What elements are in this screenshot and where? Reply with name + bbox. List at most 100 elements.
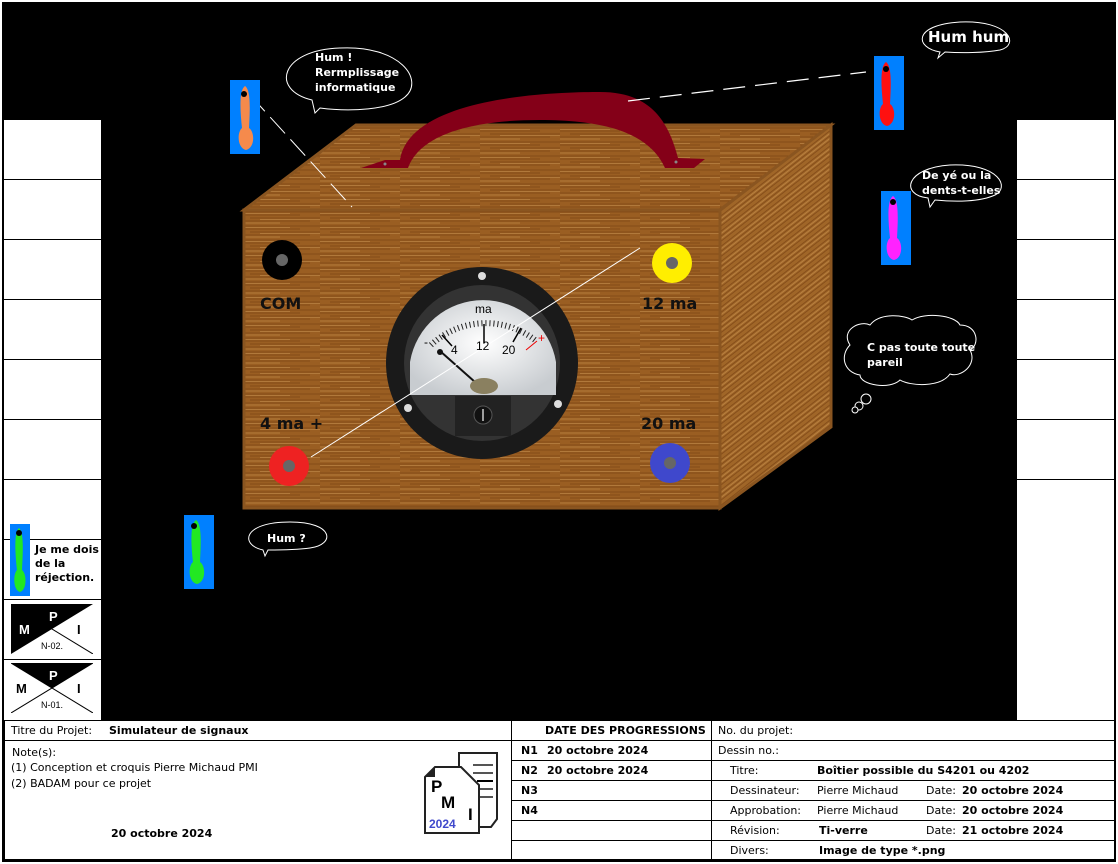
sidebar-note: Je me dois de la réjection.	[35, 543, 99, 585]
figure-orange	[230, 80, 260, 154]
info-date-label: Date:	[926, 824, 956, 837]
info-value: Boîtier possible du S4201 ou 4202	[817, 764, 1030, 777]
logo-letter-i: I	[468, 805, 473, 824]
progress-row: N2 20 octobre 2024	[512, 761, 711, 781]
project-title-label: Titre du Projet:	[11, 724, 93, 737]
bubble-line: De yé ou la	[922, 169, 992, 182]
right-cell	[1017, 240, 1114, 300]
right-cell	[1017, 300, 1114, 360]
label-20ma: 20 ma	[641, 414, 697, 433]
meter-unit: ma	[475, 302, 492, 316]
bubble-top-right-shape	[921, 21, 1011, 60]
left-cell	[4, 360, 101, 420]
logo-letter-p: P	[431, 777, 443, 796]
box-handle	[361, 92, 705, 168]
info-value: Pierre Michaud	[817, 804, 899, 817]
right-cell	[1017, 480, 1114, 720]
note-line: réjection.	[35, 571, 95, 584]
info-row: Titre: Boîtier possible du S4201 ou 4202	[712, 761, 1114, 781]
info-row: No. du projet:	[712, 721, 1114, 741]
note-2: (2) BADAM pour ce projet	[11, 777, 152, 790]
progress-id: N1	[521, 744, 538, 757]
notes-label: Note(s):	[12, 746, 57, 759]
figure-green-small	[10, 524, 30, 596]
logo-letter-m: M	[441, 793, 456, 812]
progress-row: N3	[512, 781, 711, 801]
info-label: Approbation:	[730, 804, 802, 817]
bubble-line: informatique	[315, 81, 396, 94]
bubble-cloud-shape	[843, 314, 977, 386]
left-cell	[4, 420, 101, 480]
stamp-letter-i: I	[77, 622, 81, 637]
progress-header-row: DATE DES PROGRESSIONS	[512, 721, 711, 741]
bubble-line: C pas toute toute	[867, 341, 976, 354]
right-cell	[1017, 120, 1114, 180]
info-label: Dessinateur:	[730, 784, 800, 797]
info-row: Dessin no.:	[712, 741, 1114, 761]
info-row: Révision: Ti-verre Date: 21 octobre 2024	[712, 821, 1114, 841]
info-value: Ti-verre	[819, 824, 868, 837]
left-cell	[4, 180, 101, 240]
bubble-top-left-shape	[286, 47, 413, 114]
label-com: COM	[260, 294, 302, 313]
left-cell	[4, 240, 101, 300]
progress-date: 20 octobre 2024	[547, 764, 649, 777]
info-label: Révision:	[730, 824, 780, 837]
info-value: Pierre Michaud	[817, 784, 899, 797]
stamp-letter-p: P	[49, 609, 58, 624]
project-title-value: Simulateur de signaux	[109, 724, 249, 737]
document-logo-icon	[424, 752, 498, 834]
note-line: Je me dois	[35, 543, 99, 556]
note-line: de la	[35, 557, 66, 570]
info-table: No. du projet: Dessin no.: Titre: Boîtie…	[711, 720, 1115, 860]
left-cell	[4, 120, 101, 180]
info-value: Image de type *.png	[819, 844, 946, 857]
progress-row: N1 20 octobre 2024	[512, 741, 711, 761]
stamp-letter-m: M	[16, 681, 27, 696]
note-1: (1) Conception et croquis Pierre Michaud…	[11, 761, 258, 774]
bubble-bottom-shape	[248, 521, 328, 558]
stamp-letter-m: M	[19, 622, 30, 637]
progress-id: N3	[521, 784, 538, 797]
meter-plus: +	[538, 331, 546, 345]
progress-header: DATE DES PROGRESSIONS	[545, 724, 706, 737]
stamp-n02: M P I N-02.	[9, 602, 95, 656]
ammeter	[386, 267, 578, 459]
bubble-bottom-text: Hum ?	[267, 532, 306, 545]
stamp-triangle-icon	[11, 604, 93, 654]
meter-tick-20: 20	[502, 343, 516, 357]
logo-year: 2024	[429, 817, 456, 831]
figure-green	[184, 515, 214, 589]
info-label: Dessin no.:	[718, 744, 779, 757]
stamp-code: N-02.	[41, 641, 64, 651]
progress-id: N2	[521, 764, 538, 777]
right-cell	[1017, 420, 1114, 480]
progress-id: N4	[521, 804, 538, 817]
info-date: 21 octobre 2024	[962, 824, 1064, 837]
stamp-letter-p: P	[49, 668, 58, 683]
figure-magenta	[881, 191, 911, 265]
right-cell	[1017, 360, 1114, 420]
progress-row: N4	[512, 801, 711, 821]
project-title-row: Titre du Projet: Simulateur de signaux	[5, 721, 512, 741]
progress-date: 20 octobre 2024	[547, 744, 649, 757]
label-4ma: 4 ma +	[260, 414, 324, 433]
bubble-right-mid-shape	[910, 164, 1002, 209]
scene-drawing	[10, 21, 1011, 596]
info-date: 20 octobre 2024	[962, 804, 1064, 817]
progress-table: DATE DES PROGRESSIONS N1 20 octobre 2024…	[511, 720, 712, 860]
meter-tick-12: 12	[476, 339, 490, 353]
info-label: Divers:	[730, 844, 769, 857]
jack-20ma	[650, 443, 690, 483]
notes-date: 20 octobre 2024	[111, 827, 213, 840]
bubble-line: Hum !	[315, 51, 353, 64]
meter-minus: -	[424, 335, 428, 349]
jack-com	[262, 240, 302, 280]
bubble-top-left-text: Hum ! Rermplissage informatique	[315, 50, 399, 95]
stamp-n01: M P I N-01.	[9, 661, 95, 715]
left-cell	[4, 300, 101, 360]
bubble-line: Rermplissage	[315, 66, 400, 79]
bubble-line: dents-t-elles	[922, 184, 1001, 197]
right-margin-column	[1017, 120, 1114, 720]
bubble-cloud-text: C pas toute toute pareil	[867, 340, 975, 370]
